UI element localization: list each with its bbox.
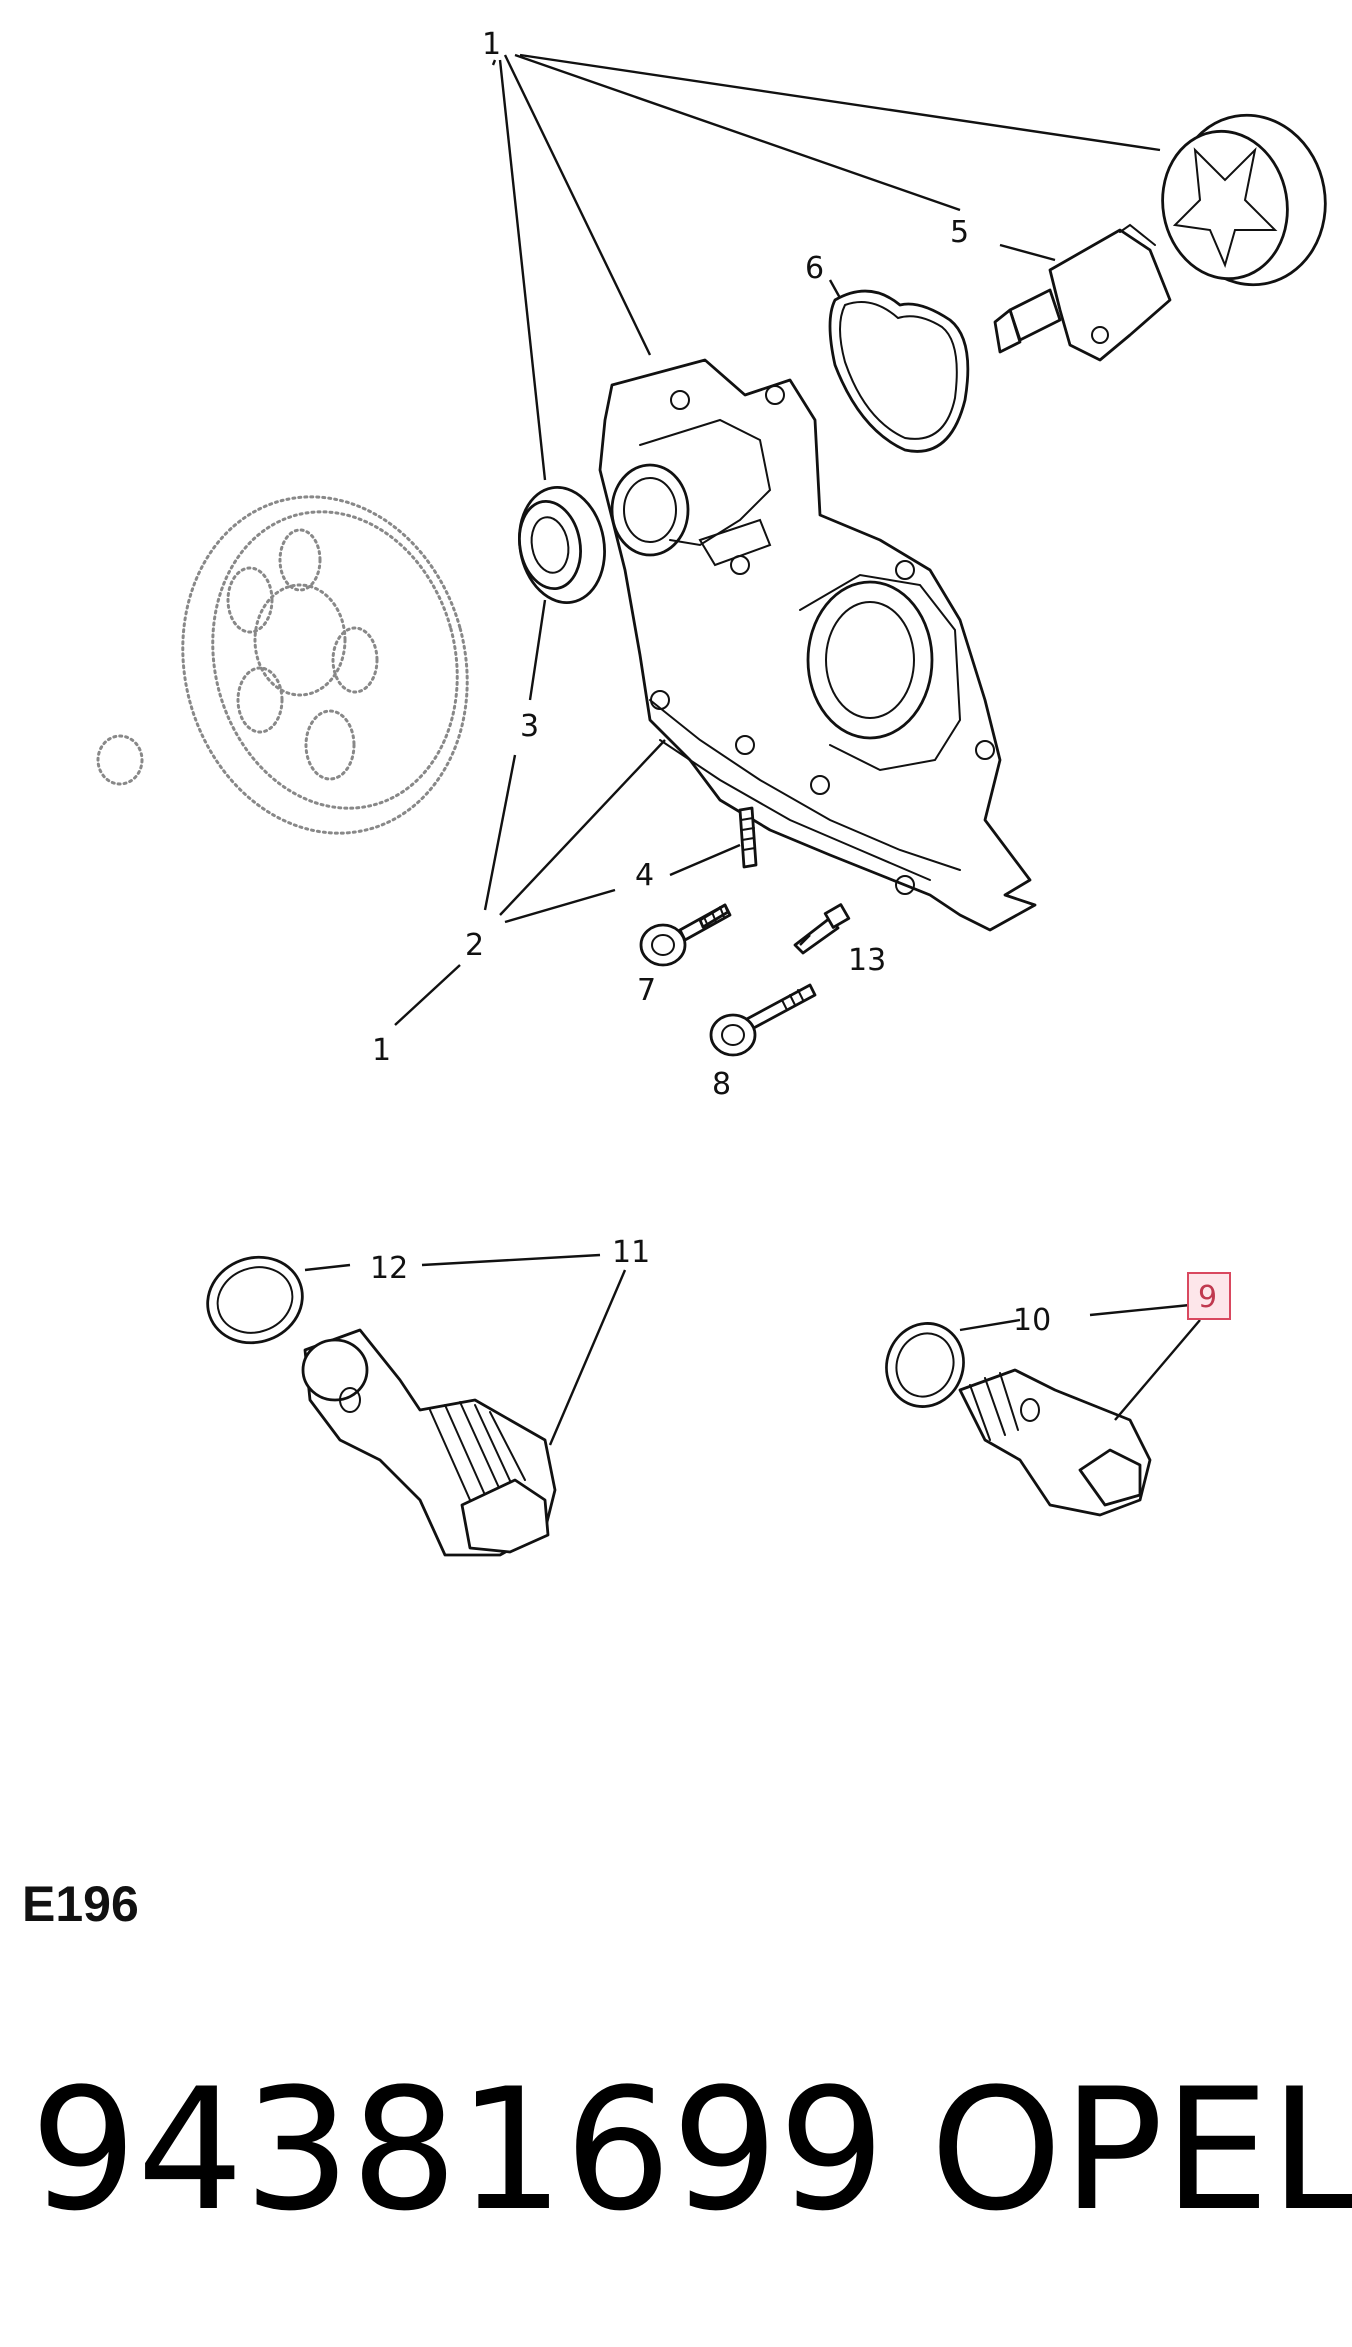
callout-12: 12 <box>370 1251 408 1286</box>
diagram-code: E196 <box>22 1876 139 1932</box>
callout-3: 3 <box>520 709 539 744</box>
part-identification: 94381699 OPEL <box>30 2050 1352 2250</box>
callout-10: 10 <box>1013 1303 1051 1338</box>
callout-11: 11 <box>612 1235 650 1270</box>
crankshaft-seal <box>518 486 606 604</box>
callout-2: 2 <box>465 928 484 963</box>
callout-9-highlight <box>1187 1272 1231 1320</box>
callout-6: 6 <box>805 251 824 286</box>
brand-name: OPEL <box>930 2052 1352 2248</box>
callout-5: 5 <box>950 215 969 250</box>
pressure-relief-valve <box>993 223 1172 362</box>
timing-gear-outline <box>96 495 469 835</box>
callout-1-bottom: 1 <box>372 1033 391 1068</box>
stud-bolt <box>738 806 758 869</box>
oil-banjo-bolt-9 <box>885 1322 1152 1517</box>
callout-labels: 1 5 6 3 4 2 13 7 1 8 12 11 10 9 <box>370 27 1231 1338</box>
bolt-7 <box>639 903 732 967</box>
cover-gasket <box>828 289 970 453</box>
dowel-pin <box>793 903 851 955</box>
callout-13: 13 <box>848 943 886 978</box>
callout-4: 4 <box>635 858 654 893</box>
bolt-8 <box>709 983 817 1057</box>
callout-9: 9 <box>1198 1280 1217 1315</box>
oil-banjo-bolt-11 <box>206 1255 557 1557</box>
oil-pump-rotor <box>1161 113 1327 287</box>
front-cover-housing <box>598 358 1037 932</box>
exploded-parts-diagram: 1 5 6 3 4 2 13 7 1 8 12 11 10 9 <box>96 27 1327 1557</box>
callout-7: 7 <box>637 973 656 1008</box>
callout-8: 8 <box>712 1067 731 1102</box>
part-number: 94381699 <box>30 2052 886 2248</box>
leader-lines <box>304 53 1201 1446</box>
callout-1-top: 1 <box>482 27 501 62</box>
